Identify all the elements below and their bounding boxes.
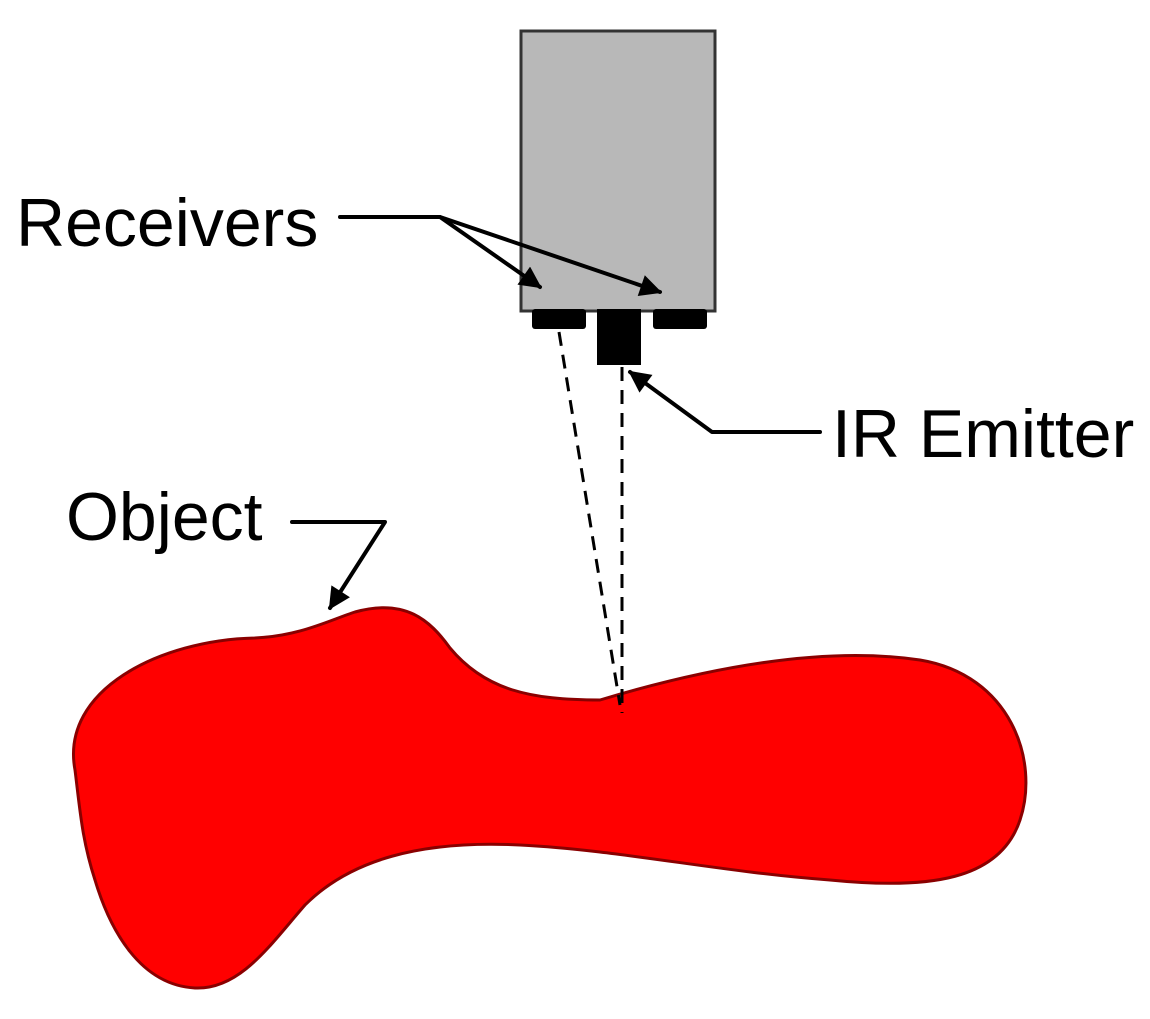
object-label: Object	[66, 479, 263, 555]
receivers-leader-right	[438, 215, 663, 297]
receiver-right	[653, 309, 707, 329]
ir-emitter	[597, 309, 641, 365]
sensor-housing	[519, 29, 717, 313]
object-leader	[290, 520, 387, 610]
ir-emitter-label: IR Emitter	[832, 396, 1134, 472]
receivers-leader-left	[338, 215, 542, 289]
receiver-left	[532, 309, 586, 329]
object-shape	[72, 606, 1028, 990]
reflected-beam	[557, 331, 622, 706]
ir-emitter-leader	[628, 370, 822, 434]
receivers-label: Receivers	[16, 185, 318, 261]
